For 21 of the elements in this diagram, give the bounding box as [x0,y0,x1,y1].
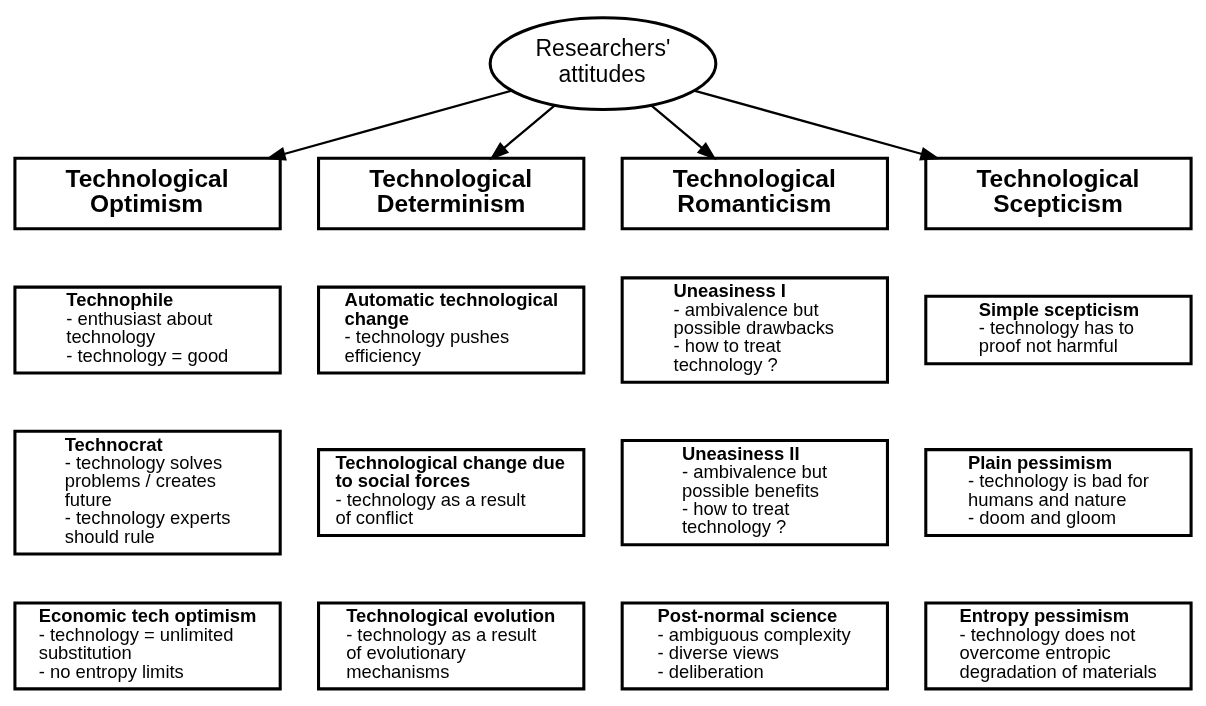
node-box: Technological Determinism [317,156,586,230]
arrow [489,103,557,160]
node-box: Technological change due to social forces - technology as a result of conflict [317,447,586,537]
node-box: Post-normal science - ambiguous complexity - diverse views - deliberation [620,600,889,690]
node-box: Economic tech optimism - technology = unlimited substitution - no entropy limits [13,600,282,690]
node-box: Uneasiness II - ambivalence but possible benefits - how to treat technology ? [620,438,889,546]
node-box: Simple scepticism - technology has to proof not harmful [924,294,1193,365]
node-box: Entropy pessimism - technology does not overcome entropic degradation of materials [924,600,1193,690]
arrow [693,88,941,160]
node-box: Technocrat - technology solves problems / creates future - technology experts should rule [13,429,282,555]
node-box: Technological Optimism [13,156,282,230]
node-box: Technophile - enthusiast about technology - technology = good [13,285,282,374]
node-box: Technological Scepticism [924,156,1193,230]
node-ellipse: Researchers' attitudes [488,15,718,111]
arrow [265,88,513,160]
arrow [649,103,717,160]
node-box: Technological evolution - technology as a result of evolutionary mechanisms [317,600,586,690]
node-box: Uneasiness I - ambivalence but possible drawbacks - how to treat technology ? [620,275,889,384]
node-box: Automatic technological change - technology pushes efficiency [317,285,586,374]
node-box: Plain pessimism - technology is bad for humans and nature - doom and gloom [924,447,1193,537]
node-box: Technological Romanticism [620,156,889,230]
